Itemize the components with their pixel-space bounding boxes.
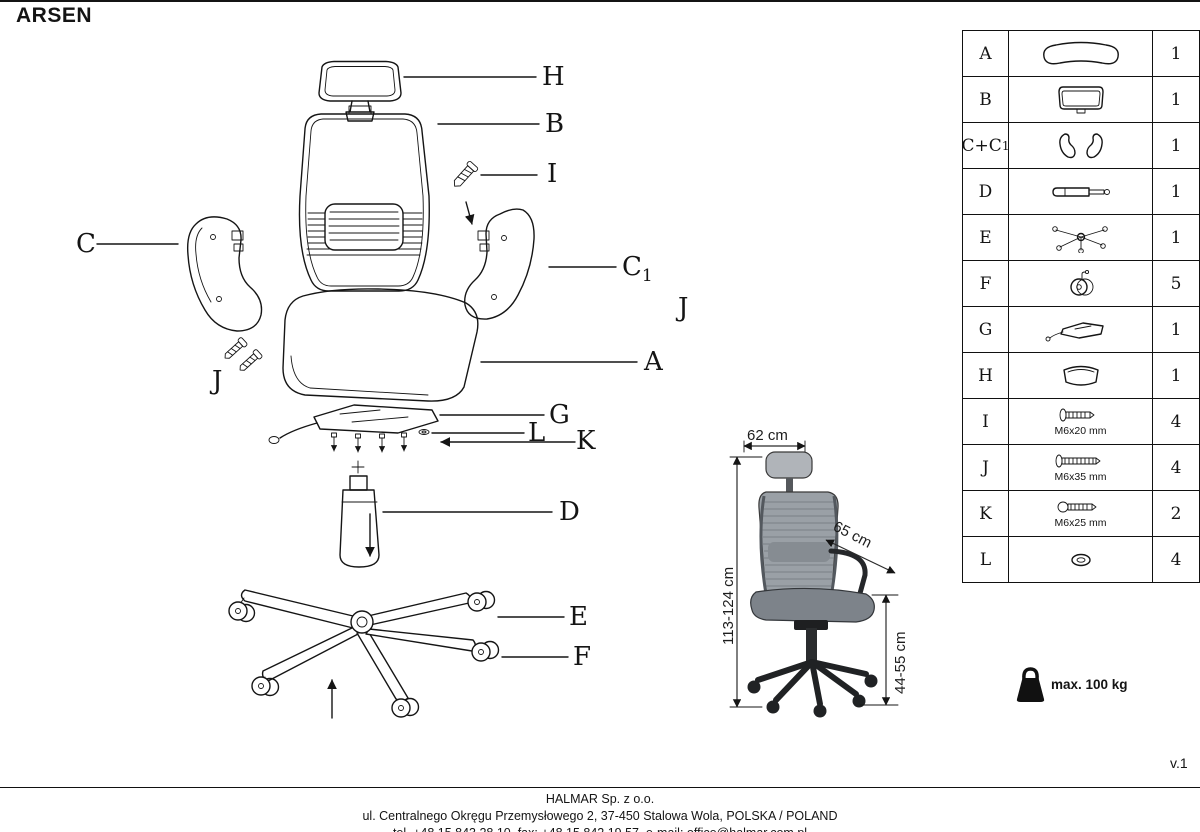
part-qty: 4 (1170, 457, 1182, 478)
part-letter: E (963, 215, 1009, 260)
gas-lift-icon (1009, 169, 1153, 214)
dimension-seat-height: 44-55 cm (892, 631, 909, 694)
max-load-label: max. 100 kg (1051, 677, 1128, 692)
part-letter: J (963, 445, 1009, 490)
parts-row-d: D 1 (963, 169, 1199, 215)
armrest-right-drawing (464, 208, 617, 320)
part-qty: 1 (1170, 181, 1182, 202)
parts-row-g: G 1 (963, 307, 1199, 353)
screw-size-label: M6x35 mm (1054, 471, 1107, 483)
screw-size-label: M6x20 mm (1054, 425, 1107, 437)
part-qty: 4 (1170, 549, 1182, 570)
part-qty: 1 (1170, 89, 1182, 110)
part-qty: 1 (1170, 227, 1182, 248)
part-letter: H (963, 353, 1009, 398)
footer-company: HALMAR Sp. z o.o. (545, 792, 655, 806)
label-a: A (644, 347, 663, 377)
part-qty: 1 (1170, 319, 1182, 340)
dimension-width: 62 cm (747, 427, 788, 444)
part-letter: A (963, 31, 1009, 76)
part-letter: I (963, 399, 1009, 444)
part-letter: F (963, 261, 1009, 306)
label-h: H (542, 62, 565, 92)
headrest-icon (1009, 353, 1153, 398)
part-qty: 2 (1170, 503, 1182, 524)
headrest-drawing (318, 60, 537, 122)
part-letter: B (963, 77, 1009, 122)
washer-icon (1009, 537, 1153, 582)
part-qty: 4 (1170, 411, 1182, 432)
label-j-right: J (678, 293, 689, 323)
armrests-icon (1009, 123, 1153, 168)
dimension-height: 113-124 cm (720, 566, 737, 645)
caster-icon (1009, 261, 1153, 306)
label-e: E (569, 602, 588, 632)
base-icon (1009, 215, 1153, 260)
seat-drawing (282, 288, 638, 402)
footer-contact: tel. +48 15 843 28 10, fax: +48 15 842 1… (0, 825, 1200, 832)
gas-lift-drawing (339, 460, 553, 568)
part-letter: G (963, 307, 1009, 352)
part-letter: L (963, 537, 1009, 582)
backrest-drawing (298, 105, 540, 292)
label-d: D (559, 497, 580, 527)
assembled-chair-drawing (729, 440, 899, 718)
label-g: G (549, 400, 570, 430)
parts-row-a: A 1 (963, 31, 1199, 77)
footer: HALMAR Sp. z o.o. ul. Centralnego Okręgu… (0, 787, 1200, 832)
label-f: F (573, 642, 592, 672)
screw-size-label: M6x25 mm (1054, 517, 1107, 529)
label-k: K (576, 426, 596, 456)
screws-j-drawing (224, 337, 263, 371)
label-b: B (545, 109, 565, 139)
parts-row-l: L 4 (963, 537, 1199, 582)
mechanism-icon (1009, 307, 1153, 352)
label-i: I (547, 159, 558, 189)
parts-row-k: K M6x25 mm 2 (963, 491, 1199, 537)
part-qty: 5 (1170, 273, 1182, 294)
footer-address: ul. Centralnego Okręgu Przemysłowego 2, … (362, 808, 838, 823)
label-c: C (76, 229, 96, 259)
part-qty: 1 (1170, 135, 1182, 156)
parts-row-f: F 5 (963, 261, 1199, 307)
screw-m6x35-icon: M6x35 mm (1009, 445, 1153, 490)
screw-i-drawing (453, 160, 538, 225)
screw-m6x20-icon: M6x20 mm (1009, 399, 1153, 444)
label-l: L (528, 418, 546, 448)
mechanism-drawing (268, 404, 576, 453)
label-c1: C1 (622, 252, 653, 287)
part-qty: 1 (1170, 43, 1182, 64)
version-label: v.1 (1170, 755, 1188, 771)
parts-row-i: I M6x20 mm 4 (963, 399, 1199, 445)
base-drawing (228, 589, 569, 719)
weight-icon (1016, 667, 1045, 702)
screw-m6x25-icon: M6x25 mm (1009, 491, 1153, 536)
parts-row-j: J M6x35 mm 4 (963, 445, 1199, 491)
part-letter: K (963, 491, 1009, 536)
backrest-icon (1009, 77, 1153, 122)
part-letter: D (963, 169, 1009, 214)
top-border-line (0, 0, 1200, 2)
parts-row-b: B 1 (963, 77, 1199, 123)
product-title: ARSEN (16, 4, 93, 27)
parts-row-h: H 1 (963, 353, 1199, 399)
parts-row-e: E 1 (963, 215, 1199, 261)
part-qty: 1 (1170, 365, 1182, 386)
label-j-left: J (212, 366, 223, 396)
seat-icon (1009, 31, 1153, 76)
armrest-left-drawing (96, 216, 263, 332)
